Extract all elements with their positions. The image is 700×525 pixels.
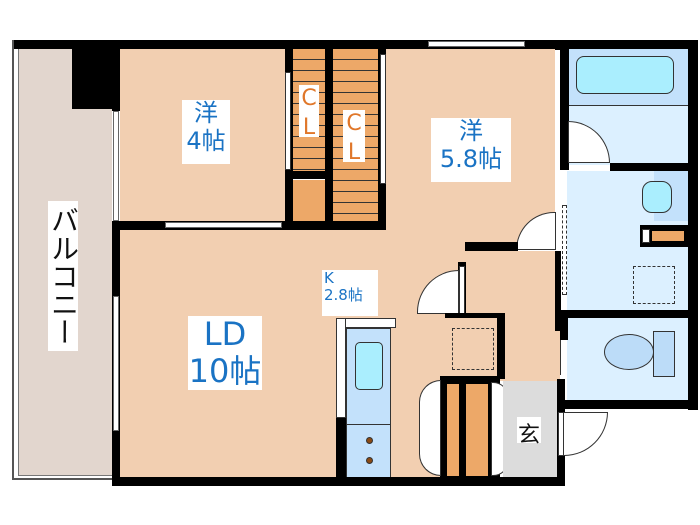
balcony-label: バルコニー (47, 201, 80, 351)
kitchen-counter-side (336, 318, 346, 418)
top-wall (14, 40, 570, 49)
wall-hall-right (555, 251, 561, 331)
washroom-storage (652, 231, 684, 241)
toilet-tank (653, 331, 675, 377)
closet-label-c: C (301, 86, 317, 111)
wall-closets-bottom (288, 221, 386, 230)
storage-box (293, 180, 325, 222)
ld-label: LD 10帖 (188, 316, 262, 390)
wall-bath-wash (610, 163, 690, 171)
stove-burner-2 (366, 457, 373, 464)
top-wall-right (555, 40, 690, 49)
stove-burner-1 (366, 437, 373, 444)
room-type-text: LD (203, 315, 247, 353)
wall-cl1-cl2 (325, 49, 333, 229)
room-size-text: 2.8帖 (324, 286, 363, 305)
window-room2 (428, 41, 525, 47)
closet-label-c: C (346, 111, 362, 136)
stove-divider (346, 424, 391, 425)
closet-1-door[interactable] (285, 72, 291, 170)
living-dining (120, 230, 465, 478)
bottom-wall (112, 477, 565, 486)
washroom-storage-door[interactable] (642, 229, 650, 243)
wall-wet-right (688, 40, 698, 410)
room-type-text: K (324, 269, 334, 287)
kitchen-wall (336, 418, 346, 480)
shoe-storage-left (447, 384, 459, 476)
closet-label-l: L (347, 139, 361, 165)
room1-sliding-door[interactable] (165, 222, 282, 228)
left-wall-upper (112, 49, 120, 111)
washing-machine-space (633, 266, 675, 304)
room-size-text: 5.8帖 (439, 144, 503, 173)
toilet-bowl (604, 334, 654, 370)
room-type-text: 洋 (194, 99, 218, 127)
front-door-swing[interactable] (564, 412, 608, 456)
kitchen-sink (355, 342, 383, 390)
wall-cl1-bottom (288, 171, 333, 179)
closet-label-l: L (302, 114, 316, 140)
wall-wet-left (560, 40, 569, 170)
washbasin (642, 181, 672, 213)
window-ld (113, 296, 119, 431)
closet-2-door[interactable] (380, 54, 386, 184)
front-door[interactable] (558, 412, 564, 456)
window-room1 (113, 111, 119, 221)
room-size-text: 10帖 (188, 351, 262, 390)
kitchen-label: K 2.8帖 (322, 269, 378, 316)
pipe-space (445, 318, 497, 376)
wall-wash-toilet (560, 310, 698, 318)
closet-2-label: C L (343, 110, 365, 165)
closet-1-label: C L (299, 85, 319, 140)
pipe-space-mark (452, 328, 494, 370)
room-type-text: 洋 (459, 117, 483, 145)
bathtub (576, 56, 674, 94)
wall-toilet-left (560, 310, 568, 340)
shoe-storage-door-left[interactable] (419, 380, 441, 476)
entrance-label: 玄 (517, 417, 541, 448)
western-room-1-label: 洋 4帖 (182, 99, 230, 164)
shoe-storage-right (466, 384, 488, 476)
wall-toilet-bottom (560, 400, 698, 409)
washroom-sliding-door[interactable] (562, 205, 567, 295)
room-size-text: 4帖 (186, 126, 226, 155)
hallway-door-panel[interactable] (459, 266, 465, 316)
western-room-2-label: 洋 5.8帖 (431, 117, 511, 182)
